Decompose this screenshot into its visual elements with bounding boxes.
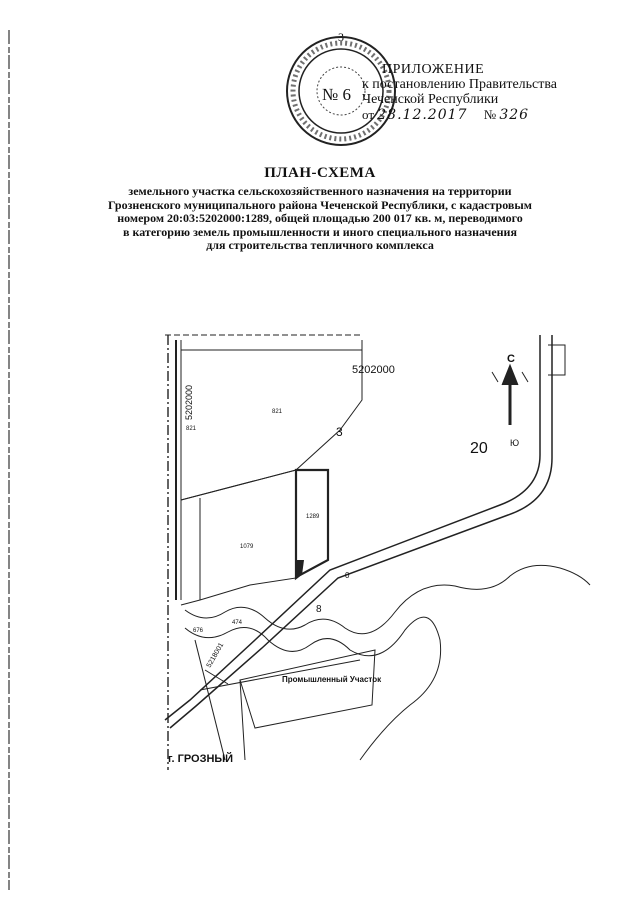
river-line (184, 564, 591, 635)
target-parcel-hatch (296, 560, 304, 578)
industrial-parcel-label: Промышленный Участок (282, 675, 382, 684)
subtitle-line: в категорию земель промышленности и иног… (123, 224, 517, 239)
river-line-2 (184, 616, 442, 761)
parcel-label-mid: 1079 (240, 544, 254, 550)
document-subtitle: земельного участка сельскохозяйственного… (70, 184, 570, 253)
number-prefix: № (483, 107, 497, 122)
region-label-20: 20 (470, 440, 488, 457)
point-label-3: 3 (336, 425, 343, 439)
road-corner-mark (548, 344, 566, 376)
road-mark: 0 (345, 571, 350, 580)
seal-number: № 6 (322, 85, 351, 104)
subtitle-line: номером 20:03:5202000:1289, общей площад… (117, 211, 523, 225)
subtitle-line: для строительства тепличного комплекса (206, 238, 434, 252)
road-mark-2: 8 (316, 604, 322, 615)
compass-label-south: Ю (510, 438, 519, 448)
industrial-parcel-boundary (239, 649, 376, 729)
compass-side-mark (491, 371, 529, 383)
parcel-mid-boundary (180, 469, 297, 606)
quarter-label-lower: 5218001 (206, 642, 226, 669)
parcel-upper-boundary (180, 349, 363, 501)
city-label: г. ГРОЗНЫЙ (168, 752, 233, 765)
round-seal-stamp (286, 36, 396, 146)
page-left-edge (8, 30, 10, 890)
parcel-label-upper: 821 (272, 409, 283, 415)
target-parcel-shading (296, 560, 304, 578)
decree-line-1: к постановлению Правительства (362, 77, 558, 92)
parcel-label-small-2: 474 (232, 620, 243, 626)
parcel-label-small-1: 676 (193, 628, 204, 634)
appendix-title: ПРИЛОЖЕНИЕ (382, 62, 485, 77)
parcel-lower-left (194, 639, 226, 761)
road-inner (169, 335, 553, 729)
decree-line-2: Чеченской Республики (362, 92, 499, 107)
parcel-label-left: 821 (186, 426, 197, 432)
date-prefix: от (362, 107, 375, 122)
appendix-header: ПРИЛОЖЕНИЕ к постановлению Правительства… (362, 62, 612, 123)
decree-date-line: от 28.12.2017 № 326 (362, 107, 612, 123)
compass-arrow-head (501, 363, 519, 386)
subtitle-line: Грозненского муниципального района Чечен… (108, 197, 532, 212)
leader-line-5218001 (204, 669, 229, 685)
quarter-label-top: 5202000 (352, 364, 395, 376)
quarter-label-vertical: 5202000 (184, 385, 194, 420)
subtitle-line: земельного участка сельскохозяйственного… (128, 184, 512, 198)
decree-number: 326 (499, 107, 530, 123)
boundary-line (239, 679, 246, 761)
road-outer (164, 335, 541, 721)
decree-date: 28.12.2017 (377, 107, 468, 123)
parcel-label-target: 1289 (306, 514, 320, 520)
document-title: ПЛАН-СХЕМА (264, 165, 376, 181)
boundary-line (199, 659, 361, 691)
compass-label-north: С (507, 353, 515, 365)
